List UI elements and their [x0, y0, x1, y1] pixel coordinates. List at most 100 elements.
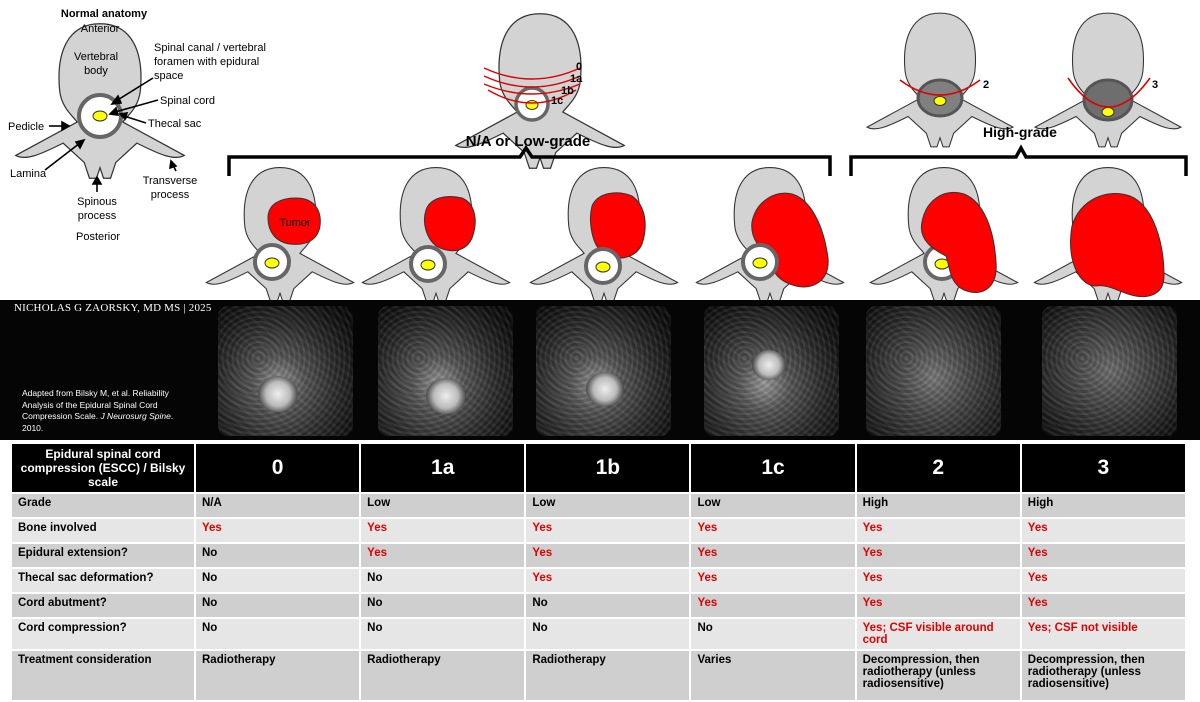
label-spinous-2: process [78, 210, 117, 222]
mri-grade-2 [866, 306, 1001, 436]
table-cell: Yes [856, 569, 1020, 592]
table-cell: Yes [526, 544, 690, 567]
label-vertebral-body-1: Vertebral [74, 51, 118, 63]
table-cell: Yes [691, 594, 855, 617]
grade-3-illustration [1033, 166, 1183, 300]
table-cell: Yes; CSF not visible [1021, 619, 1185, 649]
table-cell: High [856, 494, 1020, 517]
table-header-row: Epidural spinal cord compression (ESCC) … [12, 444, 1185, 492]
row-label: Bone involved [12, 519, 194, 542]
mri-grade-1b [536, 306, 671, 436]
table-cell: N/A [196, 494, 360, 517]
grade-header-1c: 1c [691, 444, 855, 492]
mri-grade-1c [704, 306, 839, 436]
row-label: Thecal sac deformation? [12, 569, 194, 592]
row-label: Treatment consideration [12, 651, 194, 700]
overlay-label-3: 3 [1152, 79, 1158, 91]
label-canal-3: space [154, 70, 183, 82]
overlay-label-1a: 1a [570, 73, 583, 85]
table-cell: No [361, 569, 525, 592]
table-cell: Yes [691, 569, 855, 592]
label-transverse-2: process [151, 189, 190, 201]
normal-anatomy-title: Normal anatomy [61, 8, 148, 20]
low-grade-overlay: 0 1a 1b 1c [455, 13, 625, 169]
table-cell: Radiotherapy [361, 651, 525, 700]
grade-1b-illustration [529, 166, 679, 300]
table-corner-header: Epidural spinal cord compression (ESCC) … [12, 444, 194, 492]
table-cell: No [691, 619, 855, 649]
author-credit: NICHOLAS G ZAORSKY, MD MS | 2025 [14, 302, 212, 314]
table-cell: Yes [526, 569, 690, 592]
label-canal-2: foramen with epidural [154, 56, 259, 68]
high-grade-bracket [849, 144, 1188, 176]
grade-header-3: 3 [1021, 444, 1185, 492]
table-cell: Yes [1021, 594, 1185, 617]
grade-2-illustration [869, 166, 1019, 300]
grade-header-1a: 1a [361, 444, 525, 492]
table-cell: High [1021, 494, 1185, 517]
table-cell: Low [361, 494, 525, 517]
row-label: Cord compression? [12, 619, 194, 649]
table-cell: Yes; CSF visible around cord [856, 619, 1020, 649]
table-cell: Low [691, 494, 855, 517]
table-cell: Decompression, then radiotherapy (unless… [856, 651, 1020, 700]
citation-text: Adapted from Bilsky M, et al. Reliabilit… [22, 388, 169, 421]
grade-header-2: 2 [856, 444, 1020, 492]
grade-2-overlay: 2 [866, 12, 1014, 148]
label-transverse-1: Transverse [143, 175, 198, 187]
grade-3-overlay: 3 [1034, 12, 1182, 148]
escc-table: Epidural spinal cord compression (ESCC) … [10, 442, 1187, 702]
table-cell: No [196, 569, 360, 592]
overlay-label-1c: 1c [551, 95, 563, 107]
label-vertebral-body-2: body [84, 65, 108, 77]
table-cell: Yes [361, 519, 525, 542]
label-spinal-cord: Spinal cord [160, 95, 215, 107]
mri-grade-0 [218, 306, 353, 436]
grade-1a-illustration [361, 166, 511, 300]
high-grade-label: High-grade [983, 124, 1057, 140]
table-cell: Yes [361, 544, 525, 567]
table-cell: Varies [691, 651, 855, 700]
table-cell: Yes [691, 544, 855, 567]
table-cell: No [361, 619, 525, 649]
table-cell: Yes [526, 519, 690, 542]
normal-anatomy: Normal anatomy Anterior Vertebral body S… [8, 8, 266, 243]
low-grade-label: N/A or Low-grade [466, 133, 590, 150]
table-cell: Yes [1021, 544, 1185, 567]
low-grade-bracket [227, 144, 832, 176]
mri-strip [0, 300, 1200, 440]
table-cell: Yes [1021, 519, 1185, 542]
label-pedicle: Pedicle [8, 121, 44, 133]
label-anterior: Anterior [81, 23, 120, 35]
table-cell: Radiotherapy [526, 651, 690, 700]
label-canal-1: Spinal canal / vertebral [154, 42, 266, 54]
grade-header-1b: 1b [526, 444, 690, 492]
table-cell: Yes [691, 519, 855, 542]
citation-journal: J Neurosurg Spine [100, 411, 171, 421]
table-cell: Yes [1021, 569, 1185, 592]
overlay-label-1b: 1b [561, 85, 574, 97]
mri-grade-1a [378, 306, 513, 436]
overlay-label-0: 0 [576, 61, 582, 73]
table-cell: Low [526, 494, 690, 517]
table-cell: Yes [856, 519, 1020, 542]
mri-grade-3 [1042, 306, 1177, 436]
overlay-label-2: 2 [983, 79, 989, 91]
label-thecal-sac: Thecal sac [148, 118, 202, 130]
table-cell: Decompression, then radiotherapy (unless… [1021, 651, 1185, 700]
table-cell: No [196, 544, 360, 567]
table-cell: No [526, 594, 690, 617]
label-spinous-1: Spinous [77, 196, 117, 208]
row-label: Grade [12, 494, 194, 517]
row-label: Epidural extension? [12, 544, 194, 567]
table-cell: No [361, 594, 525, 617]
grade-1c-illustration [695, 166, 845, 300]
table-cell: No [526, 619, 690, 649]
citation: Adapted from Bilsky M, et al. Reliabilit… [22, 388, 192, 434]
